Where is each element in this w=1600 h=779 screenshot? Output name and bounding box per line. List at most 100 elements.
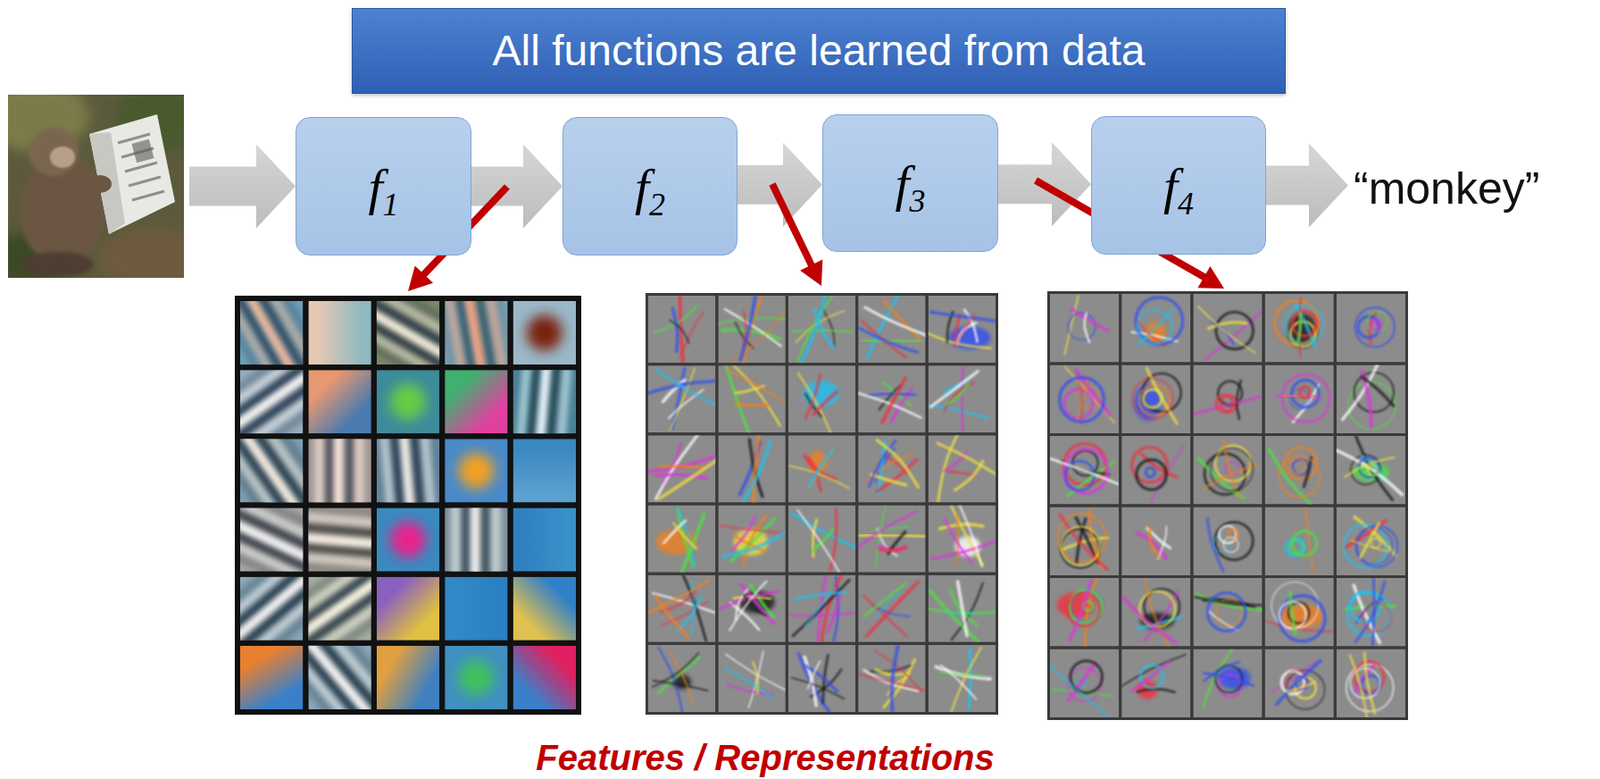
illustration-part [1195,593,1262,610]
illustration-part [28,127,79,176]
illustration-part [240,369,303,434]
illustration-part [1121,293,1191,363]
function-box: f4 [1091,116,1267,255]
illustration-part [928,365,996,433]
illustration-part [1356,525,1398,567]
illustration-part [1291,311,1317,336]
illustration-part [726,369,786,407]
illustration-part [937,442,996,475]
illustration-part [875,650,922,692]
illustration-part [376,438,440,502]
illustration-part [1350,655,1367,717]
illustration-part [717,575,785,642]
illustration-part [376,369,440,434]
illustration-part [1135,297,1184,345]
illustration-part [246,591,304,640]
illustration-part [930,311,996,321]
illustration-part [1132,377,1173,418]
illustration-part [1060,525,1100,565]
illustration-part [1141,453,1177,477]
illustration-part [940,665,976,700]
illustration-part [240,438,303,502]
leader-head [800,258,823,286]
illustration-part [958,581,967,635]
illustration-part [491,300,509,365]
illustration-part [1336,293,1406,363]
illustration-part [648,644,716,712]
illustration-part [89,114,175,234]
illustration-part [1064,366,1115,423]
illustration-part [954,460,983,490]
illustration-part [883,658,916,707]
illustration-part [390,521,426,558]
illustration-part [928,575,996,642]
illustration-part [1192,649,1262,718]
illustration-part [1275,395,1323,400]
illustration-part [944,518,972,563]
caption: Features / Representations [535,737,995,777]
illustration-part [717,644,785,712]
illustration-part [680,311,704,358]
illustration-part [308,508,371,572]
illustration-part [788,365,856,433]
illustration-part [1336,507,1406,576]
illustration-part [1276,660,1321,705]
illustration-part [717,365,785,433]
illustration-part [131,139,154,163]
illustration-part [791,677,845,700]
illustration-part [808,450,833,487]
illustration-part [1121,577,1191,647]
illustration-part [1192,577,1262,647]
illustration-part [240,508,303,541]
illustration-part [513,300,576,365]
illustration-part [1069,581,1092,641]
illustration-part [1291,531,1317,556]
illustration-part [950,647,982,712]
illustration-part [858,365,925,433]
illustration-part [717,505,785,573]
illustration-part [1347,591,1392,636]
illustration-part [792,579,850,635]
illustration-part [1208,610,1237,630]
illustration-part [513,576,576,641]
illustration-part [670,650,694,706]
illustration-part [376,508,440,572]
illustration-part [1050,293,1119,363]
illustration-part [648,644,716,712]
illustration-part [1265,365,1334,434]
illustration-part [1050,649,1119,718]
illustration-part [1210,448,1254,492]
illustration-part [308,369,371,434]
illustration-part [930,371,978,408]
illustration-part [1121,435,1191,505]
illustration-part [858,644,925,712]
illustration-part [1137,308,1174,345]
illustration-part [813,391,837,414]
illustration-part [968,648,972,709]
illustration-part [354,438,366,502]
illustration-part [1084,313,1091,343]
illustration-part [648,575,716,642]
illustration-part [1285,682,1316,692]
leader-head [408,266,434,292]
illustration-part [788,295,856,363]
illustration-part [325,438,336,502]
illustration-part [752,661,758,694]
illustration-part [1216,394,1234,412]
illustration-part [1265,577,1334,647]
illustration-part [928,295,996,363]
illustration-part [750,584,775,617]
illustration-part [240,645,303,709]
illustration-part [513,369,576,434]
illustration-part [858,365,925,433]
illustration-part [1367,465,1378,475]
leader-head [1197,266,1225,289]
illustration-part [788,575,856,642]
illustration-part [458,658,494,695]
illustration-part [240,300,303,365]
illustration-part [928,505,996,573]
illustration-part [717,525,785,534]
illustration-part [308,369,371,434]
illustration-part [1216,311,1254,350]
